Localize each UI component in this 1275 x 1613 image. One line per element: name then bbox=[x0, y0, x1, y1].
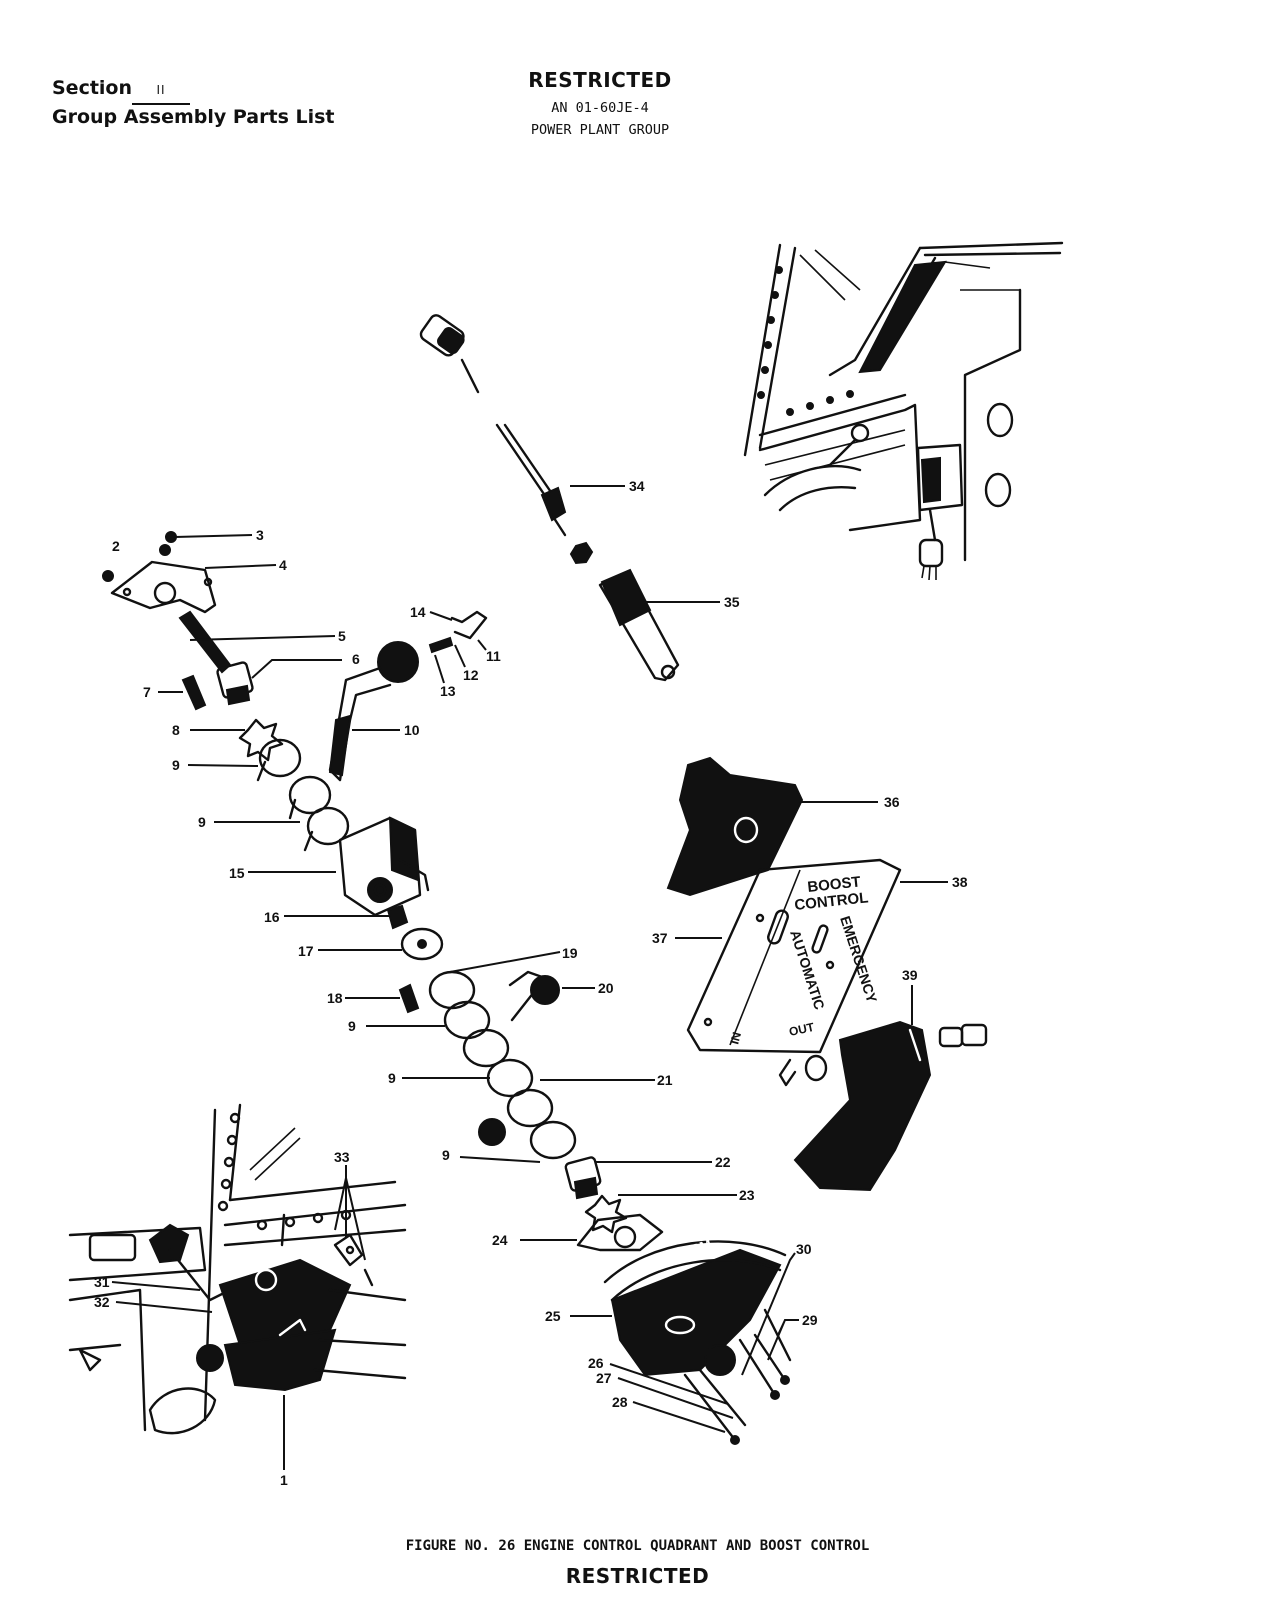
callout-34: 34 bbox=[629, 478, 645, 494]
callout-7: 7 bbox=[143, 684, 151, 700]
washer-stack bbox=[256, 738, 350, 852]
callout-8: 8 bbox=[172, 722, 180, 738]
document-header: RESTRICTED AN 01-60JE-4 POWER PLANT GROU… bbox=[390, 68, 810, 138]
restricted-bottom: RESTRICTED bbox=[565, 1564, 710, 1588]
callout-31: 31 bbox=[94, 1274, 110, 1290]
leader-lines bbox=[111, 485, 948, 1470]
callout-35: 35 bbox=[724, 594, 740, 610]
lower-stack bbox=[398, 970, 664, 1252]
callout-4: 4 bbox=[279, 557, 287, 573]
callout-37: 37 bbox=[652, 930, 668, 946]
callout-36: 36 bbox=[884, 794, 900, 810]
callout-29: 29 bbox=[802, 1312, 818, 1328]
callout-16: 16 bbox=[264, 909, 280, 925]
callout-15: 15 bbox=[229, 865, 245, 881]
boost-automatic: AUTOMATIC bbox=[787, 928, 828, 1012]
callout-9a: 9 bbox=[172, 757, 180, 773]
section-number: II bbox=[132, 78, 191, 105]
callout-25: 25 bbox=[545, 1308, 561, 1324]
callout-10: 10 bbox=[404, 722, 420, 738]
callout-28: 28 bbox=[612, 1394, 628, 1410]
group-name: POWER PLANT GROUP bbox=[530, 122, 670, 138]
boost-out: OUT bbox=[788, 1020, 816, 1039]
rpm-label: RPM bbox=[679, 1236, 714, 1261]
boost-control-parts: BOOST CONTROL AUTOMATIC EMERGENCY IN OUT bbox=[666, 756, 988, 1192]
callout-18: 18 bbox=[327, 990, 343, 1006]
section-label: Section bbox=[52, 77, 133, 99]
callout-38: 38 bbox=[952, 874, 968, 890]
callout-2: 2 bbox=[112, 538, 120, 554]
callout-6: 6 bbox=[352, 651, 360, 667]
callout-33: 33 bbox=[334, 1149, 350, 1165]
group-title: Group Assembly Parts List bbox=[52, 106, 335, 128]
callout-3: 3 bbox=[256, 527, 264, 543]
callout-23: 23 bbox=[739, 1187, 755, 1203]
callout-5: 5 bbox=[338, 628, 346, 644]
callout-20: 20 bbox=[598, 980, 614, 996]
callout-numbers: 2 3 4 5 6 7 8 9 9 9 9 9 10 11 12 13 14 1… bbox=[94, 478, 968, 1488]
cable-assembly bbox=[419, 314, 680, 682]
bracket-and-lever-parts bbox=[102, 531, 284, 762]
callout-12: 12 bbox=[463, 667, 479, 683]
callout-13: 13 bbox=[440, 683, 456, 699]
callout-21: 21 bbox=[657, 1072, 673, 1088]
boost-in: IN bbox=[727, 1031, 744, 1046]
callout-9c: 9 bbox=[348, 1018, 356, 1034]
quadrant-housing bbox=[338, 816, 444, 961]
quadrant-plate: RPM bbox=[603, 1236, 792, 1445]
boost-title-1: BOOST bbox=[807, 873, 862, 895]
figure-footer: FIGURE NO. 26 ENGINE CONTROL QUADRANT AN… bbox=[0, 1538, 1275, 1588]
boost-title-2: CONTROL bbox=[794, 889, 870, 914]
callout-30: 30 bbox=[796, 1241, 812, 1257]
callout-39: 39 bbox=[902, 967, 918, 983]
callout-22: 22 bbox=[715, 1154, 731, 1170]
cockpit-inset-bottom-left bbox=[68, 1103, 407, 1435]
callout-27: 27 bbox=[596, 1370, 612, 1386]
cockpit-inset-top-right bbox=[743, 241, 1064, 581]
callout-26: 26 bbox=[588, 1355, 604, 1371]
callout-9e: 9 bbox=[442, 1147, 450, 1163]
callout-17: 17 bbox=[298, 943, 314, 959]
callout-9d: 9 bbox=[388, 1070, 396, 1086]
callout-14: 14 bbox=[410, 604, 426, 620]
throttle-lever bbox=[328, 610, 488, 782]
figure-caption: FIGURE NO. 26 ENGINE CONTROL QUADRANT AN… bbox=[405, 1538, 870, 1554]
callout-24: 24 bbox=[492, 1232, 508, 1248]
restricted-top: RESTRICTED bbox=[528, 68, 672, 92]
doc-number: AN 01-60JE-4 bbox=[551, 100, 649, 116]
callout-9b: 9 bbox=[198, 814, 206, 830]
callout-11: 11 bbox=[486, 648, 501, 664]
callout-1: 1 bbox=[280, 1472, 288, 1488]
callout-19: 19 bbox=[562, 945, 578, 961]
callout-32: 32 bbox=[94, 1294, 110, 1310]
